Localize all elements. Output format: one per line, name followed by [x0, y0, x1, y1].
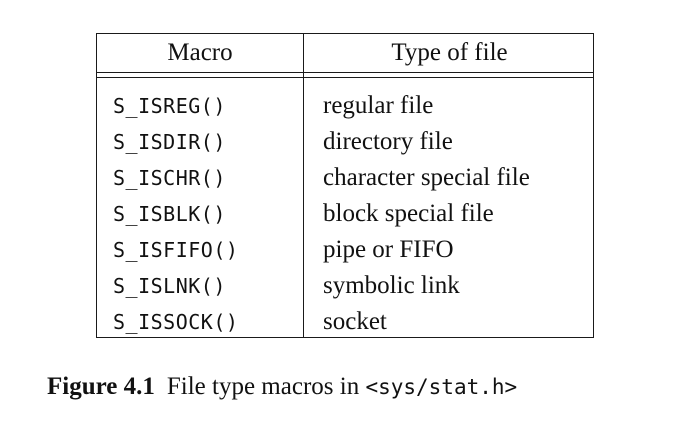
table-row: S_ISSOCK() socket [97, 304, 593, 340]
macro-cell: S_ISSOCK() [113, 310, 239, 334]
figure-caption: Figure 4.1 File type macros in <sys/stat.… [47, 370, 517, 404]
header-type-of-file: Type of file [391, 39, 508, 66]
type-cell: symbolic link [323, 272, 460, 299]
type-cell: pipe or FIFO [323, 236, 454, 263]
table-row: S_ISCHR() character special file [97, 160, 593, 196]
macro-cell: S_ISBLK() [113, 202, 226, 226]
type-cell: directory file [323, 128, 453, 155]
table-row: S_ISLNK() symbolic link [97, 268, 593, 304]
type-cell: socket [323, 308, 387, 335]
header-rule-top [97, 72, 593, 73]
macro-cell: S_ISCHR() [113, 166, 226, 190]
macro-cell: S_ISFIFO() [113, 238, 239, 262]
macro-cell: S_ISLNK() [113, 274, 226, 298]
figure-label: Figure 4.1 [47, 373, 155, 400]
header-rule-bottom [97, 77, 593, 78]
table-row: S_ISDIR() directory file [97, 124, 593, 160]
table-row: S_ISBLK() block special file [97, 196, 593, 232]
type-cell: character special file [323, 164, 530, 191]
column-divider [303, 34, 304, 337]
table-body: S_ISREG() regular file S_ISDIR() directo… [97, 88, 593, 340]
macro-cell: S_ISREG() [113, 94, 226, 118]
caption-header-file: <sys/stat.h> [365, 375, 518, 399]
header-macro: Macro [167, 39, 233, 66]
file-type-macros-table: Macro Type of file S_ISREG() regular fil… [96, 33, 594, 338]
type-cell: block special file [323, 200, 494, 227]
macro-cell: S_ISDIR() [113, 130, 226, 154]
table-row: S_ISFIFO() pipe or FIFO [97, 232, 593, 268]
caption-text: File type macros in [166, 373, 366, 400]
type-cell: regular file [323, 92, 434, 119]
table-row: S_ISREG() regular file [97, 88, 593, 124]
